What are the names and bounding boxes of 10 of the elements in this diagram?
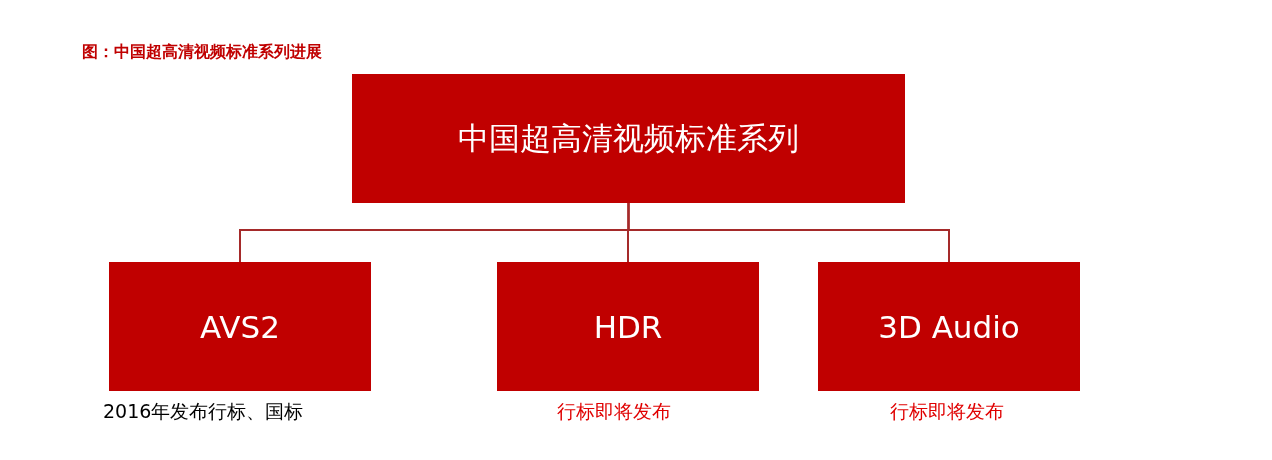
box-label: AVS2 bbox=[200, 308, 280, 345]
status-note: 2016年发布行标、国标 bbox=[103, 399, 304, 424]
connector-line bbox=[627, 202, 950, 263]
box-label: HDR bbox=[593, 308, 663, 345]
process-box bbox=[352, 74, 905, 203]
diagram-title: 图：中国超高清视频标准系列进展 bbox=[82, 42, 322, 63]
status-note: 行标即将发布 bbox=[890, 399, 1004, 424]
status-note: 行标即将发布 bbox=[557, 399, 671, 424]
box-label: 中国超高清视频标准系列 bbox=[458, 118, 799, 158]
box-label: 3D Audio bbox=[878, 308, 1020, 345]
